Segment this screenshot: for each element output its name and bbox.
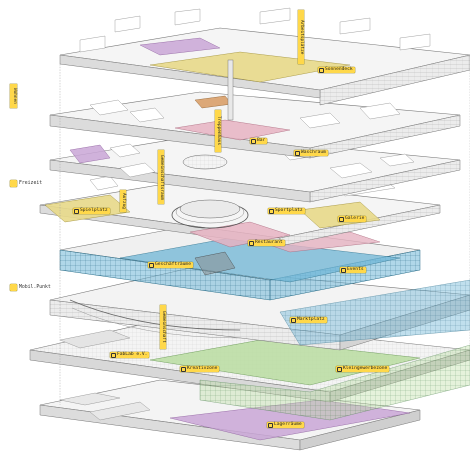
level-ground [29, 317, 470, 421]
vtag-arbeitsplaetze: Arbeitsplätze [298, 10, 304, 64]
car-icon [10, 284, 17, 291]
stall-icon [291, 317, 296, 323]
level-roof [59, 7, 470, 121]
vtag-aufzug: Aufzug [120, 190, 126, 212]
tag-kleingewerbezone-text: Kleingewerbezone [343, 366, 388, 371]
tag-galerie: Galerie [338, 216, 367, 222]
tag-bar-text: Bar [257, 138, 266, 143]
glass-icon [251, 138, 256, 144]
vtag-treppenhaus: Treppenhaus [215, 110, 221, 152]
side-label-freizeit-text: Freizeit [19, 181, 43, 186]
level-housing-b [49, 134, 461, 203]
tag-marktplatz: Marktplatz [290, 317, 327, 323]
people-icon [10, 180, 17, 187]
vertical-guides [59, 64, 470, 405]
level-housing-a [49, 91, 461, 159]
tag-galerie-text: Galerie [345, 216, 365, 221]
box-icon [268, 422, 273, 428]
tag-spielplatz-text: Spielplatz [80, 208, 108, 213]
tag-kreativzone-text: Kreativzone [187, 366, 218, 371]
tag-geschaeftsraeume-text: Geschäfträume [155, 262, 191, 267]
brush-icon [181, 366, 186, 372]
side-label-mobil: Mobil.Punkt [10, 284, 51, 291]
tag-restaurant-text: Restaurant [255, 240, 283, 245]
level-shops [59, 221, 421, 301]
shop-icon [149, 262, 154, 268]
tag-geschaeftsraeume: Geschäfträume [148, 262, 193, 268]
vtag-gemeinschaftsraum: Gemeinschaftsraum [158, 150, 164, 204]
tag-fablab: FabLab e.V. [110, 352, 150, 358]
tag-events: Events [340, 267, 366, 273]
tag-sonnendeck-text: Sonnendeck [325, 67, 353, 72]
tag-waschraum: Waschraum [294, 150, 328, 156]
tag-sonnendeck: Sonnendeck [318, 67, 355, 73]
side-label-mobil-text: Mobil.Punkt [19, 285, 51, 290]
tag-bar: Bar [250, 138, 268, 144]
music-icon [341, 267, 346, 273]
frame-icon [339, 216, 344, 222]
tag-spielplatz: Spielplatz [73, 208, 110, 214]
tag-marktplatz-text: Marktplatz [297, 317, 325, 322]
sun-icon [319, 67, 324, 73]
level-market [49, 267, 470, 351]
swing-icon [74, 208, 79, 214]
level-leisure [39, 175, 441, 248]
side-label-wohnen-text: Wohnen [10, 84, 17, 108]
vtag-gemeinschaft: Gemeinschaft [160, 305, 166, 349]
tag-events-text: Events [347, 267, 364, 272]
tag-kleingewerbezone: Kleingewerbezone [336, 366, 390, 372]
tag-lagerraeume: Lagerräume [267, 422, 304, 428]
wrench-icon [111, 352, 116, 358]
tag-sportplatz: Sportplatz [268, 208, 305, 214]
tag-restaurant: Restaurant [248, 240, 285, 246]
washer-icon [295, 150, 300, 156]
ball-icon [269, 208, 274, 214]
side-label-wohnen: Wohnen [10, 84, 17, 108]
side-label-freizeit: Freizeit [10, 180, 42, 187]
tag-sportplatz-text: Sportplatz [275, 208, 303, 213]
tag-lagerraeume-text: Lagerräume [274, 422, 302, 427]
tag-waschraum-text: Waschraum [301, 150, 326, 155]
cutlery-icon [249, 240, 254, 246]
tag-kreativzone: Kreativzone [180, 366, 220, 372]
tag-fablab-text: FabLab e.V. [117, 352, 148, 357]
briefcase-icon [337, 366, 342, 372]
